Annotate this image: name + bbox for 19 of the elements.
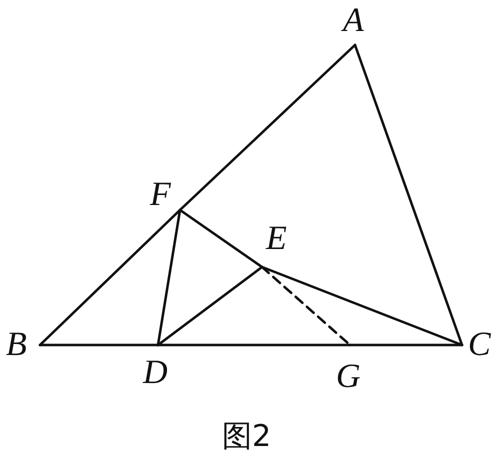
line-segment [348,344,464,346]
vertex-label: C [468,328,491,362]
vertex-label: E [266,222,287,256]
vertex-label: G [336,360,361,394]
line-segment [178,208,264,268]
vertex-label: A [343,4,364,38]
figure-caption: 图2 [222,420,272,454]
vertex-label: B [6,328,27,362]
line-segment [38,344,160,346]
line-segment [178,44,356,212]
dashed-segment [260,266,352,346]
line-segment [38,208,182,346]
vertex-label: D [143,356,168,390]
line-segment [156,344,352,346]
line-segment [354,44,464,346]
line-segment [156,266,264,346]
line-segment [156,208,182,346]
vertex-label: F [150,178,171,212]
line-segment [260,266,464,346]
